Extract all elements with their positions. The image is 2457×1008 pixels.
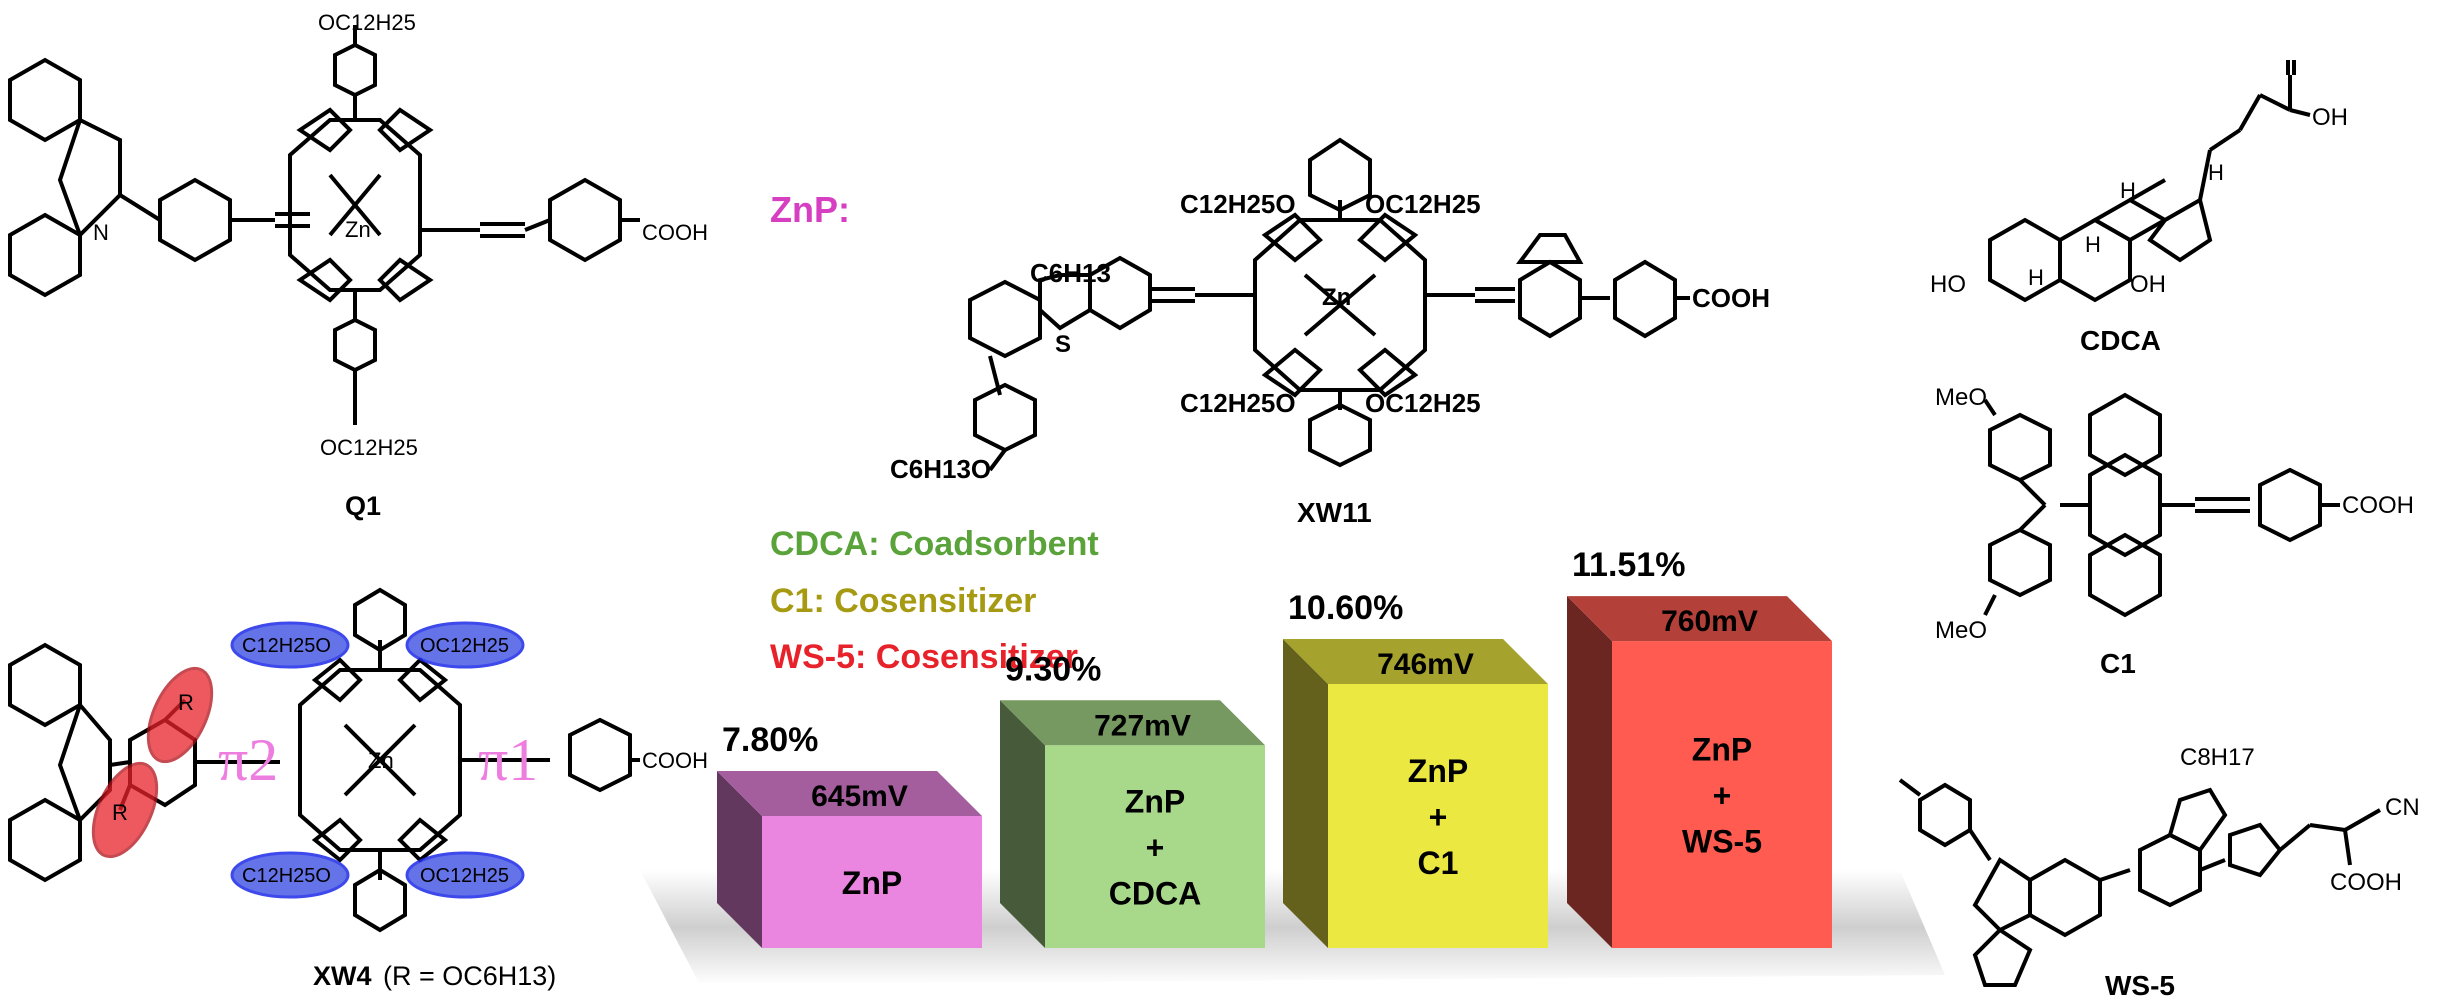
- bar-category-line-1-1: +: [1146, 830, 1165, 866]
- bar-front-0: [762, 816, 982, 948]
- bar-voltage-label-0: 645mV: [811, 780, 908, 813]
- xw4-pi1-label: π1: [478, 727, 538, 793]
- xw11-alkoxy-br: OC12H25: [1365, 388, 1481, 418]
- bar-voltage-label-2: 746mV: [1377, 648, 1474, 681]
- xw11-name: XW11: [1297, 497, 1372, 528]
- ws5-name: WS-5: [2105, 970, 2175, 1001]
- xw4-r-label-top: R: [178, 690, 194, 715]
- cdca-h-label-2: H: [2120, 178, 2136, 203]
- xw4-alkoxy-label-bl: C12H25O: [242, 865, 331, 887]
- bar-category-line-1-0: ZnP: [1125, 784, 1185, 820]
- c1-acid-label: COOH: [2342, 492, 2414, 519]
- cdca-ho-label: HO: [1930, 271, 1966, 298]
- ws5-cn-label: CN: [2385, 794, 2420, 821]
- c1-meo-top: MeO: [1935, 384, 1987, 411]
- bar-category-line-3-0: ZnP: [1692, 732, 1752, 768]
- xw11-molecule: [968, 137, 1690, 472]
- bar-top-2: [1283, 639, 1548, 684]
- bar-efficiency-label-2: 10.60%: [1288, 589, 1403, 627]
- ws5-role-label: WS-5: Cosensitizer: [770, 638, 1078, 676]
- xw4-alkoxy-ellipse-tl: [230, 621, 350, 669]
- bar-efficiency-label-3: 11.51%: [1572, 546, 1685, 584]
- bar-side-2: [1283, 639, 1328, 948]
- q1-n-label: N: [93, 220, 109, 245]
- q1-name: Q1: [345, 491, 381, 521]
- cdca-h-label-1: H: [2208, 160, 2224, 185]
- cdca-molecule: [1988, 60, 2311, 303]
- bar-top-3: [1567, 596, 1832, 642]
- xw4-alkoxy-label-tl: C12H25O: [242, 635, 331, 657]
- bar-category-line-2-0: ZnP: [1408, 753, 1468, 789]
- bar-side-3: [1567, 596, 1612, 948]
- xw4-alkoxy-ellipse-br: [405, 851, 525, 899]
- bar-category-line-1-2: CDCA: [1109, 876, 1201, 912]
- bar-side-0: [717, 771, 762, 948]
- q1-zinc-label: Zn: [345, 217, 371, 242]
- ws5-acid-label: COOH: [2330, 869, 2402, 896]
- xw4-acid-label: COOH: [642, 748, 708, 773]
- bar-category-line-0-0: ZnP: [842, 865, 902, 901]
- bar-front-1: [1045, 745, 1265, 948]
- xw4-name: XW4: [313, 961, 372, 991]
- xw11-alkoxy-bl: C12H25O: [1180, 388, 1296, 418]
- znp-label: ZnP:: [770, 189, 850, 230]
- bar-voltage-label-1: 727mV: [1094, 709, 1191, 742]
- q1-molecule: [8, 25, 640, 425]
- cdca-h-label-4: H: [2028, 265, 2044, 290]
- bar-side-1: [1000, 700, 1045, 948]
- bar-front-3: [1612, 641, 1832, 948]
- xw11-hexyl: C6H13: [1030, 258, 1111, 288]
- bar-efficiency-label-0: 7.80%: [722, 721, 818, 759]
- bar-category-line-2-1: +: [1429, 799, 1448, 835]
- c1-molecule: [1983, 392, 2340, 618]
- bar-efficiency-label-1: 9.30%: [1005, 650, 1101, 688]
- cdca-acid-oh: OH: [2312, 104, 2348, 131]
- cdca-role-label: CDCA: Coadsorbent: [770, 525, 1099, 563]
- bar-category-line-3-2: WS-5: [1682, 824, 1762, 860]
- xw11-acid-label: COOH: [1692, 283, 1770, 313]
- bar-front-2: [1328, 684, 1548, 948]
- xw4-r-ellipse-bottom: [91, 761, 159, 859]
- xw4-alkoxy-label-br: OC12H25: [420, 865, 509, 887]
- bar-category-line-3-1: +: [1713, 778, 1732, 814]
- c1-meo-bottom: MeO: [1935, 617, 1987, 644]
- xw4-alkoxy-ellipse-tr: [405, 621, 525, 669]
- bar-top-0: [717, 771, 982, 816]
- xw11-zinc-label: Zn: [1322, 284, 1351, 311]
- xw11-alkoxy-tl: C12H25O: [1180, 189, 1296, 219]
- cdca-name: CDCA: [2080, 325, 2161, 356]
- xw4-zinc-label: Zn: [368, 748, 394, 773]
- xw11-hexyloxy: C6H13O: [890, 454, 991, 484]
- cdca-oh-label: OH: [2130, 271, 2166, 298]
- efficiency-chart: 645mV 7.80% ZnP 727mV 9.30% ZnP + CDCA 746mV 10.6…: [640, 546, 1945, 985]
- q1-top-substituent: OC12H25: [318, 10, 416, 35]
- xw11-sulfur: S: [1055, 331, 1071, 358]
- bar-top-1: [1000, 700, 1265, 746]
- xw11-alkoxy-tr: OC12H25: [1365, 189, 1481, 219]
- q1-acid-label: COOH: [642, 220, 708, 245]
- xw4-alkoxy-label-tr: OC12H25: [420, 635, 509, 657]
- xw4-formula: (R = OC6H13): [383, 961, 556, 991]
- bar-category-line-2-2: C1: [1418, 845, 1459, 881]
- c1-name: C1: [2100, 648, 2136, 679]
- xw4-r-ellipse-top: [146, 666, 214, 764]
- c1-role-label: C1: Cosensitizer: [770, 582, 1036, 620]
- ws5-octyl-label: C8H17: [2180, 744, 2255, 771]
- bar-voltage-label-3: 760mV: [1661, 605, 1758, 638]
- xw4-r-label-bottom: R: [112, 800, 128, 825]
- xw4-pi2-label: π2: [218, 727, 278, 793]
- ws5-molecule: [1898, 778, 2381, 987]
- q1-bottom-substituent: OC12H25: [320, 435, 418, 460]
- cdca-h-label-3: H: [2085, 232, 2101, 257]
- xw4-alkoxy-ellipse-bl: [230, 851, 350, 899]
